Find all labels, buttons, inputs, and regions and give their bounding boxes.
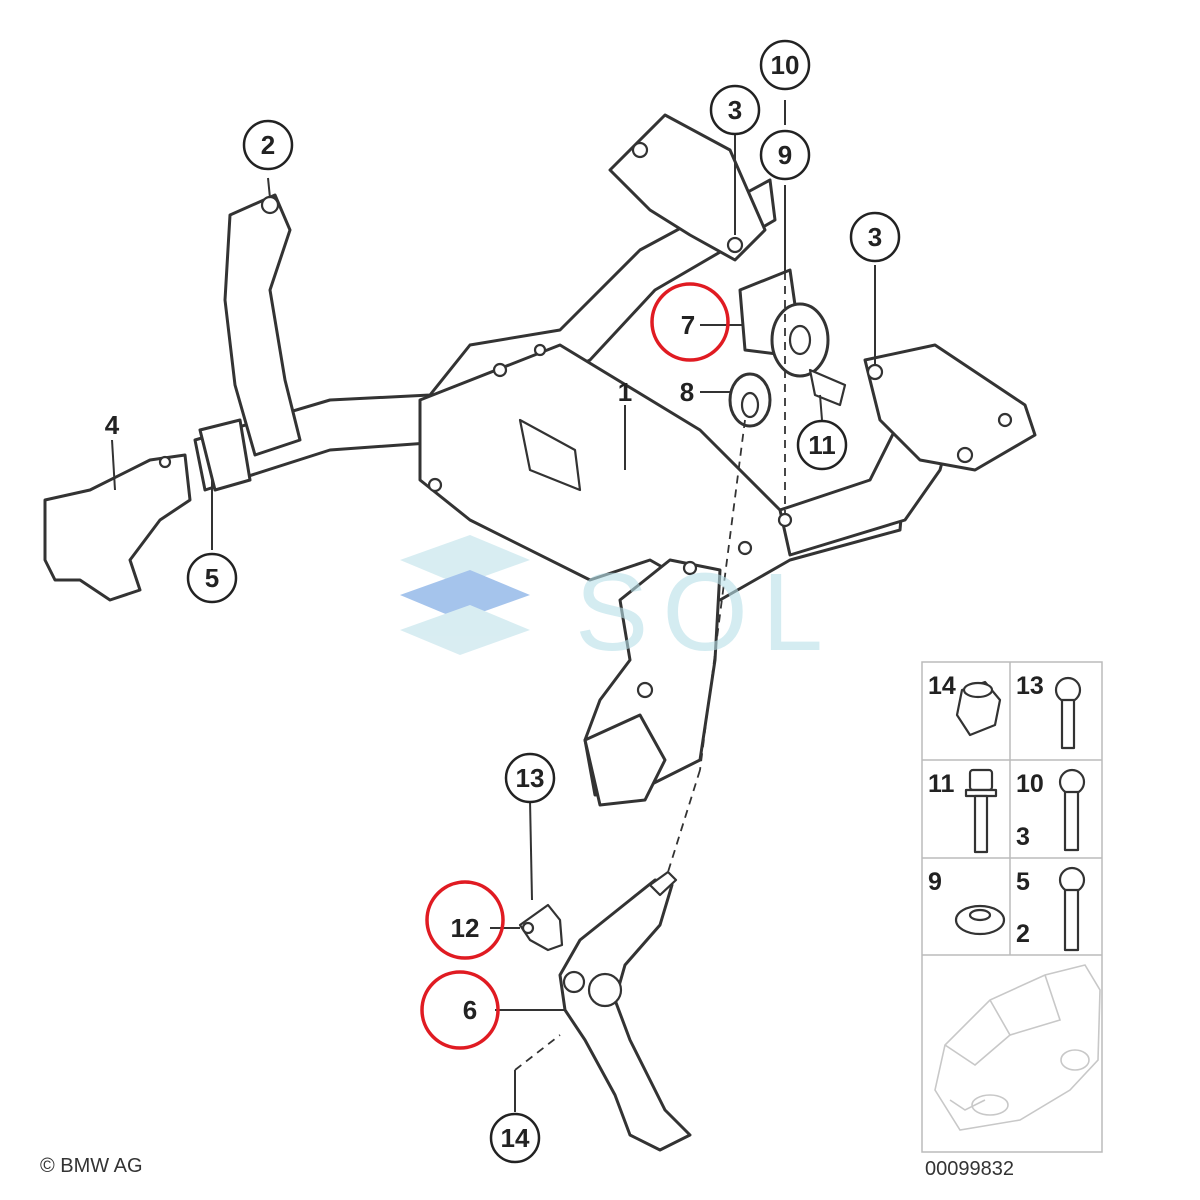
key-14-label: 14	[928, 672, 956, 700]
svg-text:4: 4	[105, 410, 120, 440]
key-13-label: 13	[1016, 672, 1044, 700]
callout-10: 10	[759, 39, 811, 91]
callout-3-right: 3	[849, 211, 901, 263]
car-thumbnail-icon	[934, 964, 1101, 1131]
ball-joint-stud	[648, 870, 678, 897]
watermark-logo-mark	[400, 535, 530, 585]
svg-text:5: 5	[205, 563, 219, 593]
left-mount-5	[198, 418, 252, 492]
axle-carrier-frame	[43, 113, 1037, 807]
svg-text:12: 12	[451, 913, 480, 943]
callout-8: 8	[680, 377, 694, 407]
diagram-number: 00099832	[925, 1158, 1014, 1180]
key-3-label: 3	[1016, 823, 1030, 851]
svg-text:9: 9	[778, 140, 792, 170]
bolt-5-icon	[1058, 866, 1086, 952]
callout-7: 7	[650, 282, 730, 362]
callout-4: 4	[105, 410, 120, 440]
nut-icon	[955, 680, 1002, 737]
key-5-label: 5	[1016, 868, 1030, 896]
leader-lines	[111, 100, 876, 1112]
copyright-text: © BMW AG	[40, 1155, 143, 1177]
svg-text:8: 8	[680, 377, 694, 407]
key-10-label: 10	[1016, 770, 1044, 798]
svg-text:3: 3	[868, 222, 882, 252]
washer-icon	[954, 904, 1006, 936]
bracket-11-shape	[808, 368, 847, 407]
svg-text:1: 1	[618, 377, 632, 407]
front-tube-stub	[583, 713, 667, 807]
key-11-label: 11	[928, 770, 955, 798]
svg-text:13: 13	[516, 763, 545, 793]
bolt-11-icon	[964, 768, 998, 854]
control-arm-6	[558, 878, 692, 1152]
rear-cross-tube	[193, 178, 777, 492]
bush-assembly	[728, 268, 847, 428]
callout-5: 5	[186, 552, 238, 604]
callout-6: 6	[420, 970, 500, 1050]
svg-text:10: 10	[771, 50, 800, 80]
callout-12: 12	[425, 880, 505, 960]
svg-text:11: 11	[808, 430, 836, 460]
key-9-label: 9	[928, 868, 942, 896]
svg-text:7: 7	[681, 310, 695, 340]
bolt-13-icon	[1054, 676, 1082, 750]
sol-watermark: SOL	[400, 535, 837, 674]
callout-3-top: 3	[709, 84, 761, 136]
callout-13: 13	[504, 752, 556, 804]
callout-11: 11	[796, 419, 848, 471]
svg-text:14: 14	[501, 1123, 530, 1153]
bolt-10-icon	[1058, 768, 1086, 852]
callout-2: 2	[242, 119, 294, 171]
callout-9: 9	[759, 129, 811, 181]
callout-1: 1	[618, 377, 632, 407]
svg-text:6: 6	[463, 995, 477, 1025]
control-arm-assembly	[518, 870, 692, 1152]
svg-text:2: 2	[261, 130, 275, 160]
key-2-label: 2	[1016, 920, 1030, 948]
hardware-key: 14 13 11 10 3 9 5 2	[921, 661, 1103, 1153]
svg-text:3: 3	[728, 95, 742, 125]
bracket-12-shape	[518, 903, 564, 952]
carrier-center-plate	[418, 343, 907, 602]
callout-14: 14	[489, 1112, 541, 1164]
left-rear-arm	[223, 193, 302, 457]
center-rib	[518, 418, 582, 492]
right-rear-bracket	[608, 113, 767, 262]
right-mount-plate	[863, 343, 1037, 472]
watermark-text: SOL	[575, 551, 837, 674]
left-front-bracket	[43, 453, 192, 602]
